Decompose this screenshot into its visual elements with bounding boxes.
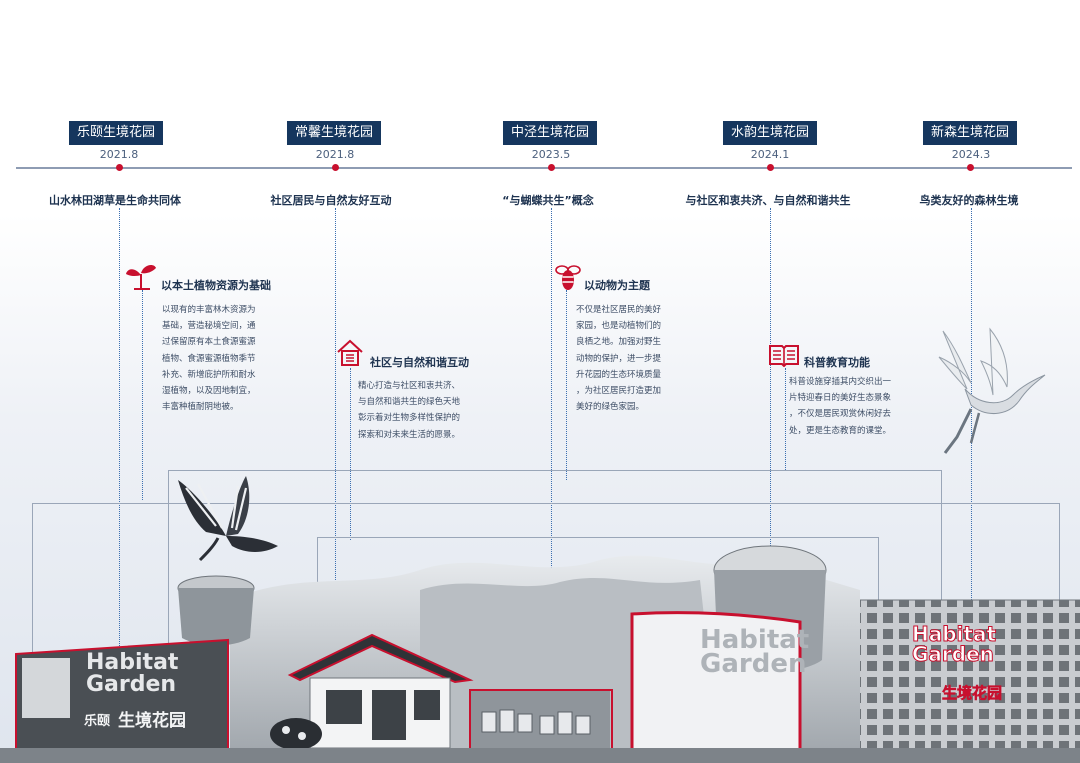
garden-theme: 鸟类友好的森林生境 <box>919 194 1019 207</box>
text-line: 处，更是生态教育的课堂。 <box>789 425 892 436</box>
connector-line <box>971 208 972 688</box>
connector-line <box>566 290 567 480</box>
text-line: 不仅是社区居民的美好 <box>576 305 662 315</box>
text-line: 家园，也是动植物们的 <box>576 321 662 332</box>
garden-photo-collage <box>0 545 1080 763</box>
garden-theme: “与蝴蝶共生”概念 <box>502 194 594 207</box>
garden-date: 2021.8 <box>99 148 139 161</box>
timeline-dot <box>967 164 974 171</box>
connector-line <box>335 208 336 688</box>
sign-cn-name: 生境花园 <box>118 711 186 731</box>
garden-theme: 与社区和衷共济、与自然和谐共生 <box>685 194 851 207</box>
feature-title: 科普教育功能 <box>804 356 870 369</box>
garden-date: 2023.5 <box>531 148 571 161</box>
feature-title: 以本土植物资源为基础 <box>161 279 271 292</box>
feature-description: 精心打造与社区和衷共济、 与自然和谐共生的绿色天地 彰示着对生物多样性保护的 探… <box>358 378 460 443</box>
garden-name-badge: 中泾生境花园 <box>502 121 598 145</box>
sign-brand-left: Habitat Garden <box>86 652 178 696</box>
text-line: 美好的绿色家园。 <box>576 402 645 413</box>
bee-icon <box>555 265 581 290</box>
garden-theme: 山水林田湖草是生命共同体 <box>49 194 181 207</box>
sign-cn-short: 乐颐 <box>84 714 111 729</box>
sign-brand-line: Habitat <box>911 622 997 646</box>
text-line: 植物、食源蜜源植物季节 <box>162 353 256 364</box>
egret-illustration <box>938 327 1046 454</box>
sign-brand-line: Garden <box>700 649 807 679</box>
feature-description: 以现有的丰富林木资源为 基础，营造秘境空间，通 过保留原有本土食源蜜源 植物、食… <box>162 302 256 415</box>
text-line: 良栖之地。加强对野生 <box>576 337 662 348</box>
text-line: 探索和对未来生活的愿景。 <box>358 429 461 440</box>
collage-frame <box>168 470 942 701</box>
text-line: 基础，营造秘境空间，通 <box>162 321 256 332</box>
feature-title: 社区与自然和谐互动 <box>370 356 469 369</box>
text-line: 过保留原有本土食源蜜源 <box>162 337 256 348</box>
sign-cn-name-right: 生境花园 <box>942 684 1003 703</box>
plant-icon <box>126 265 156 290</box>
garden-name-badge: 水韵生境花园 <box>722 121 818 145</box>
sign-brand-line: Garden <box>911 642 994 666</box>
text-line: 以现有的丰富林木资源为 <box>162 305 256 315</box>
feature-description: 科普设施穿插其内交织出一 片特迎春日的美好生态景象 ，不仅是居民观赏休闲好去 处… <box>789 374 891 439</box>
sign-brand-line: Habitat <box>86 650 179 675</box>
text-line: 湿植物，以及因地制宜， <box>162 386 256 397</box>
connector-line <box>770 208 771 688</box>
connector-line <box>785 368 786 470</box>
sign-brand-line: Garden <box>86 672 177 697</box>
text-line: 片特迎春日的美好生态景象 <box>789 393 892 404</box>
sign-brand-line: Habitat <box>700 625 810 655</box>
text-line: 补充、新增庇护所和耐水 <box>162 369 256 380</box>
text-line: 丰富种植耐阴地被。 <box>162 402 239 413</box>
garden-date: 2024.3 <box>951 148 991 161</box>
timeline-dot <box>116 164 123 171</box>
house-icon <box>337 339 363 366</box>
connector-line <box>551 208 552 688</box>
text-line: 彰示着对生物多样性保护的 <box>358 413 461 424</box>
butterfly-illustration <box>178 476 278 562</box>
connector-line <box>350 368 351 540</box>
text-line: 升花园的生态环境质量 <box>576 369 662 380</box>
timeline-dot <box>767 164 774 171</box>
timeline-dot <box>548 164 555 171</box>
garden-date: 2021.8 <box>315 148 355 161</box>
connector-line <box>119 208 120 688</box>
text-line: 科普设施穿插其内交织出一 <box>789 377 892 387</box>
garden-date: 2024.1 <box>750 148 790 161</box>
text-line: 精心打造与社区和衷共济、 <box>358 381 461 391</box>
text-line: ，不仅是居民观赏休闲好去 <box>789 409 892 420</box>
book-icon <box>769 345 799 367</box>
connector-line <box>142 290 143 500</box>
sign-brand-middle: Habitat Garden <box>700 625 810 679</box>
garden-name-badge: 乐颐生境花园 <box>68 121 164 145</box>
text-line: 动物的保护，进一步提 <box>576 353 662 364</box>
garden-theme: 社区居民与自然友好互动 <box>270 194 392 207</box>
timeline-axis <box>16 167 1072 169</box>
feature-title: 以动物为主题 <box>584 279 650 292</box>
timeline-dot <box>332 164 339 171</box>
text-line: 与自然和谐共生的绿色天地 <box>358 397 461 408</box>
garden-name-badge: 常馨生境花园 <box>286 121 382 145</box>
feature-description: 不仅是社区居民的美好 家园，也是动植物们的 良栖之地。加强对野生 动物的保护，进… <box>576 302 661 415</box>
text-line: ，为社区居民打造更加 <box>576 386 662 397</box>
garden-name-badge: 新森生境花园 <box>922 121 1018 145</box>
sign-brand-right: Habitat Garden <box>911 622 997 666</box>
